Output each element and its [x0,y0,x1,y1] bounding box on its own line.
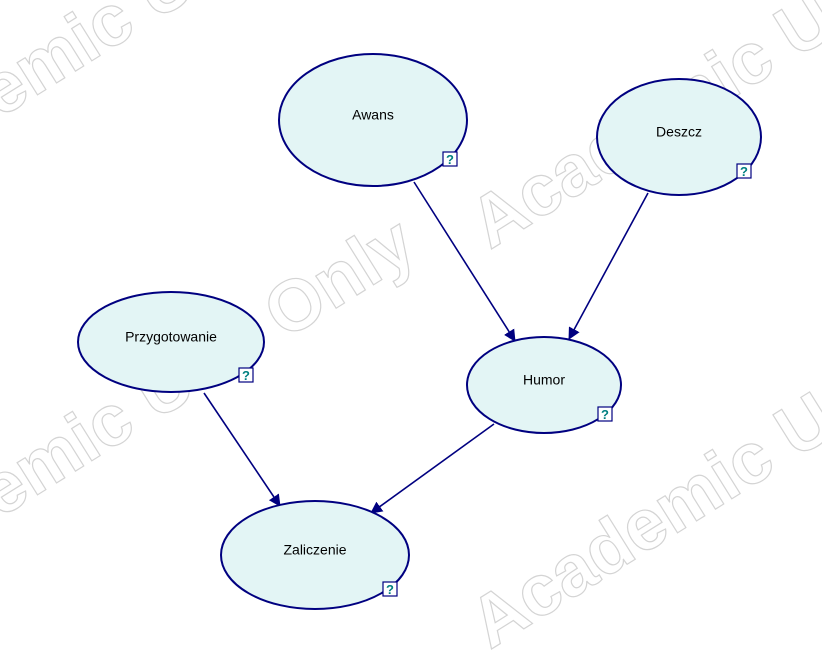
node-ellipse[interactable] [466,336,622,434]
svg-text:?: ? [446,152,454,167]
svg-text:?: ? [386,582,394,597]
question-mark-icon: ? [238,367,254,383]
node-ellipse[interactable] [77,291,265,393]
watermark-text: Academic Use Only [456,239,822,658]
question-mark-icon: ? [442,151,458,167]
svg-text:?: ? [601,407,609,422]
arc-awans-to-humor[interactable] [413,181,516,342]
node-zaliczenie[interactable]: Zaliczenie? [220,500,410,610]
svg-text:?: ? [740,164,748,179]
node-przygotowanie[interactable]: Przygotowanie? [77,291,265,393]
node-label: Humor [523,372,565,388]
node-label: Przygotowanie [125,329,217,345]
nodes-layer: Awans?Deszcz?Przygotowanie?Humor?Zalicze… [77,53,762,610]
svg-text:?: ? [242,368,250,383]
node-label: Zaliczenie [283,542,346,558]
node-awans[interactable]: Awans? [278,53,468,187]
node-humor[interactable]: Humor? [466,336,622,434]
node-label: Deszcz [656,124,702,140]
question-mark-icon: ? [736,163,752,179]
node-label: Awans [352,107,394,123]
node-ellipse[interactable] [220,500,410,610]
node-ellipse[interactable] [596,78,762,196]
question-mark-icon: ? [597,406,613,422]
edges-layer [203,181,649,514]
node-ellipse[interactable] [278,53,468,187]
arc-przygotowanie-to-zaliczenie[interactable] [203,392,281,507]
arc-humor-to-zaliczenie[interactable] [370,423,495,514]
arc-deszcz-to-humor[interactable] [568,192,649,340]
question-mark-icon: ? [382,581,398,597]
node-deszcz[interactable]: Deszcz? [596,78,762,196]
